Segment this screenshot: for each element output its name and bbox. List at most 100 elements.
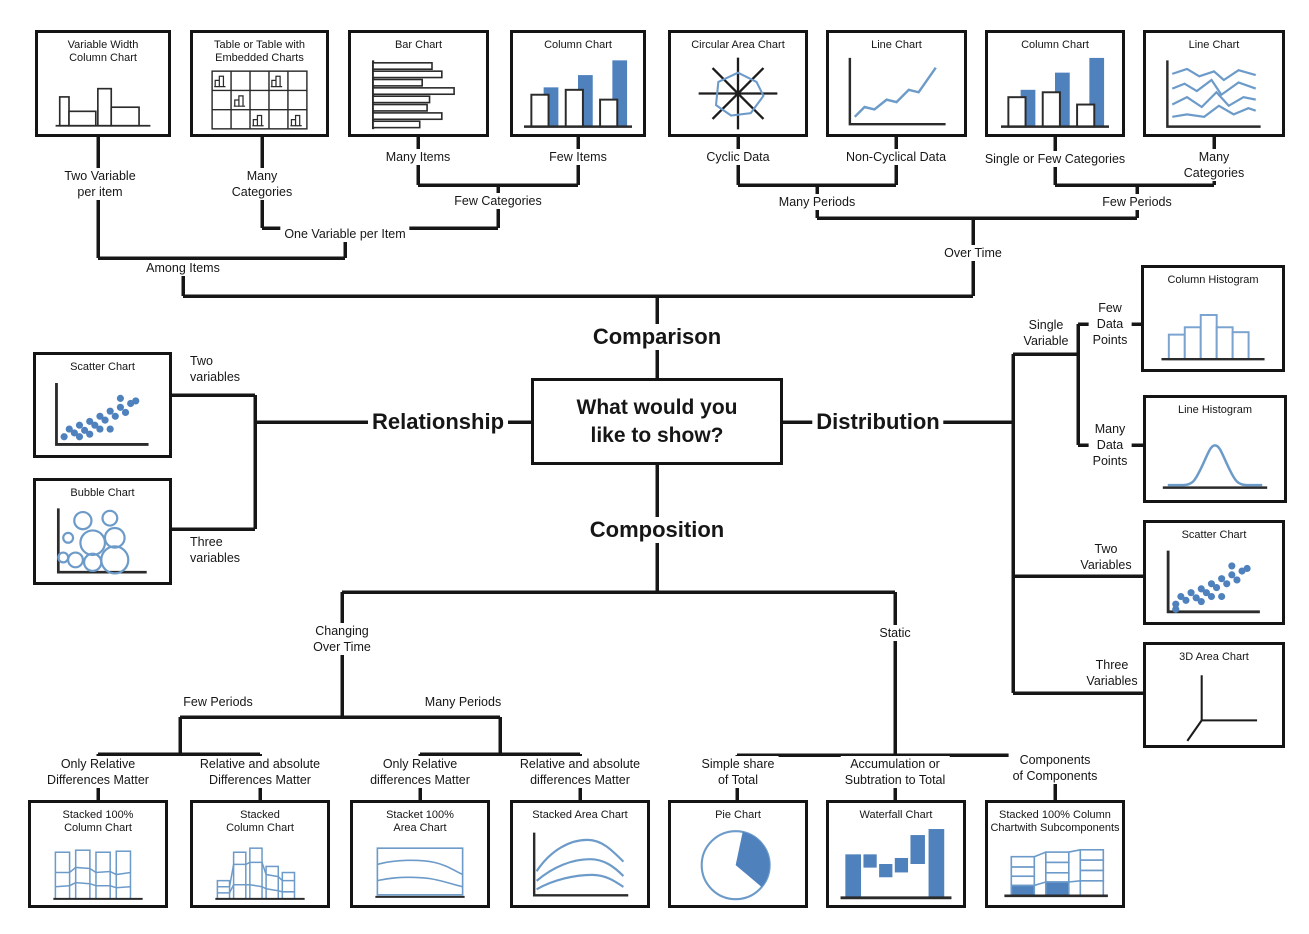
- box-title: Line Chart: [871, 39, 922, 51]
- waterfall-chart-icon: [840, 829, 952, 900]
- central-question-box: What would you like to show?: [531, 378, 783, 465]
- stacked-100-column-chart-icon: [53, 849, 143, 900]
- box-title: Bubble Chart: [70, 487, 135, 499]
- stacked-column-chart-icon: [215, 847, 305, 900]
- box-title: Stacket 100% Area Chart: [386, 809, 454, 834]
- label-over-time: Over Time: [940, 245, 1006, 261]
- box-title: Column Chart: [1021, 39, 1089, 51]
- multi-line-chart-icon: [1166, 60, 1261, 128]
- label-non-cyclical-data: Non-Cyclical Data: [841, 149, 951, 165]
- label-accumulation-subtration: Accumulation or Subtration to Total: [840, 756, 950, 788]
- 3d-area-chart-icon: [1186, 675, 1258, 742]
- scatter-chart-icon: [55, 383, 149, 446]
- bubble-chart-icon: [56, 508, 147, 575]
- branch-composition: Composition: [585, 517, 729, 543]
- label-few-items: Few Items: [545, 149, 611, 165]
- box-title: Circular Area Chart: [691, 39, 785, 51]
- box-title: Waterfall Chart: [859, 809, 933, 821]
- box-title: Scatter Chart: [70, 361, 135, 373]
- box-title: Stacked Area Chart: [532, 809, 628, 821]
- box-3d-area-chart: 3D Area Chart: [1143, 642, 1285, 748]
- label-few-data-points: Few Data Points: [1088, 300, 1132, 348]
- box-title: 3D Area Chart: [1179, 651, 1249, 663]
- label-many-data-points: Many Data Points: [1088, 421, 1132, 469]
- branch-comparison: Comparison: [588, 324, 726, 350]
- box-line-histogram: Line Histogram: [1143, 395, 1287, 503]
- box-title: Bar Chart: [394, 39, 443, 51]
- label-only-relative-differences: Only Relative Differences Matter: [43, 756, 153, 788]
- box-column-chart-single-few: Column Chart: [985, 30, 1125, 137]
- label-relative-absolute-differences-right: Relative and absolute differences Matter: [515, 756, 645, 788]
- label-static: Static: [875, 625, 915, 641]
- label-relative-absolute-differences-left: Relative and absolute Differences Matter: [195, 756, 325, 788]
- label-two-variable-per-item: Two Variable per item: [60, 168, 140, 200]
- circular-area-chart-icon: [698, 57, 778, 130]
- branch-relationship: Relationship: [367, 409, 509, 435]
- label-few-categories: Few Categories: [450, 193, 546, 209]
- stacked-100-column-subcomponents-icon: [1004, 848, 1108, 898]
- line-chart-icon: [848, 57, 946, 126]
- box-line-chart-noncyclic: Line Chart: [826, 30, 967, 137]
- column-chart-icon: [524, 60, 632, 128]
- box-scatter-chart-relationship: Scatter Chart: [33, 352, 172, 458]
- pie-chart-icon: [700, 830, 771, 901]
- box-pie-chart: Pie Chart: [668, 800, 808, 908]
- label-components-of-components: Components of Components: [1008, 752, 1102, 784]
- label-many-categories-right: Many Categories: [1166, 149, 1262, 181]
- box-title: Pie Chart: [715, 809, 761, 821]
- stacked-area-chart-icon: [532, 832, 629, 897]
- box-column-chart-few-items: Column Chart: [510, 30, 646, 137]
- label-many-periods-top: Many Periods: [774, 194, 860, 210]
- label-few-periods-bottom: Few Periods: [179, 694, 257, 710]
- label-changing-over-time: Changing Over Time: [309, 623, 375, 655]
- box-title: Column Chart: [544, 39, 612, 51]
- bar-chart-icon: [371, 60, 455, 130]
- label-many-items: Many Items: [381, 149, 455, 165]
- table-embedded-charts-icon: [211, 70, 308, 130]
- scatter-chart-icon: [1166, 550, 1260, 614]
- label-simple-share-of-total: Simple share of Total: [697, 756, 779, 788]
- box-title: Column Histogram: [1167, 274, 1259, 286]
- label-cyclic-data: Cyclic Data: [702, 149, 774, 165]
- box-title: Stacked 100% Column Chart: [62, 809, 134, 834]
- box-column-histogram: Column Histogram: [1141, 265, 1285, 372]
- box-bar-chart: Bar Chart: [348, 30, 489, 137]
- box-variable-width-column-chart: Variable Width Column Chart: [35, 30, 171, 137]
- label-many-periods-bottom: Many Periods: [420, 694, 506, 710]
- label-three-variables-relationship: Three variables: [186, 534, 245, 566]
- label-only-relative-differences-right: Only Relative differences Matter: [366, 756, 474, 788]
- label-two-variables-distribution: Two Variables: [1076, 541, 1136, 573]
- box-bubble-chart: Bubble Chart: [33, 478, 172, 585]
- label-single-variable: Single Variable: [1019, 317, 1073, 349]
- box-title: Stacked 100% Column Chartwith Subcompone…: [990, 809, 1120, 834]
- column-chart-icon: [1001, 57, 1109, 128]
- box-title: Scatter Chart: [1181, 529, 1247, 541]
- column-histogram-icon: [1161, 314, 1265, 361]
- box-title: Variable Width Column Chart: [67, 39, 139, 64]
- box-stacked-area-chart: Stacked Area Chart: [510, 800, 650, 908]
- variable-width-column-chart-icon: [55, 87, 151, 127]
- label-many-categories-left: Many Categories: [227, 168, 297, 200]
- label-three-variables-distribution: Three Variables: [1082, 657, 1142, 689]
- box-stacked-100-column-chart: Stacked 100% Column Chart: [28, 800, 168, 908]
- label-single-or-few-categories: Single or Few Categories: [980, 151, 1130, 167]
- box-line-chart-many: Line Chart: [1143, 30, 1285, 137]
- box-scatter-chart-distribution: Scatter Chart: [1143, 520, 1285, 625]
- box-waterfall-chart: Waterfall Chart: [826, 800, 966, 908]
- box-stacket-100-area-chart: Stacket 100% Area Chart: [350, 800, 490, 908]
- box-stacked-100-column-subcomponents: Stacked 100% Column Chartwith Subcompone…: [985, 800, 1125, 908]
- label-two-variables-relationship: Two variables: [186, 353, 245, 385]
- label-few-periods-top: Few Periods: [1098, 194, 1176, 210]
- box-title: Line Histogram: [1178, 404, 1252, 416]
- box-table-embedded-charts: Table or Table with Embedded Charts: [190, 30, 329, 137]
- box-title: Table or Table with Embedded Charts: [214, 39, 305, 64]
- stacked-100-area-chart-icon: [375, 847, 465, 898]
- label-one-variable-per-item: One Variable per Item: [280, 226, 410, 242]
- box-stacked-column-chart: Stacked Column Chart: [190, 800, 330, 908]
- branch-distribution: Distribution: [812, 409, 944, 435]
- box-title: Stacked Column Chart: [226, 809, 294, 834]
- box-circular-area-chart: Circular Area Chart: [668, 30, 808, 137]
- label-among-items: Among Items: [142, 260, 224, 276]
